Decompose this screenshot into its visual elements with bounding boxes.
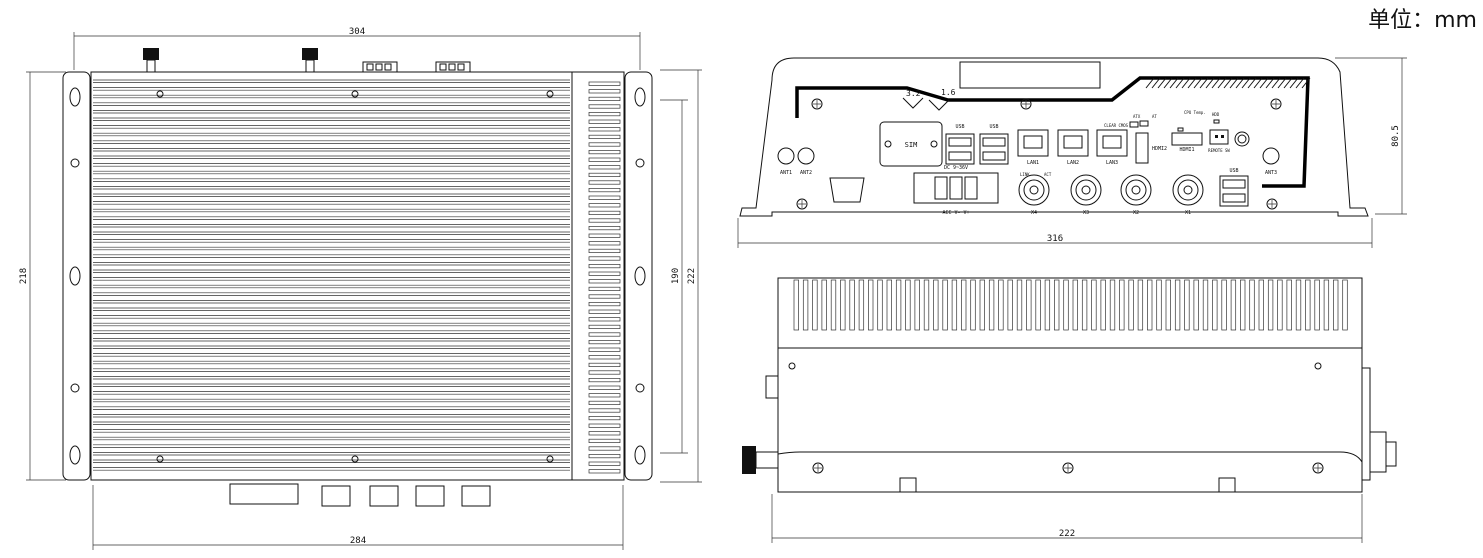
svg-text:ACC V- V+: ACC V- V+	[942, 210, 969, 216]
front-panel-outline	[739, 57, 1369, 217]
bracket-left	[62, 71, 91, 481]
x3-connector: X3	[1070, 174, 1102, 216]
clear-cmos-label: CLEAR CMOS	[1104, 123, 1129, 128]
x2-connector: X2	[1120, 174, 1152, 216]
dim-222-top: 222	[687, 268, 697, 284]
svg-text:USB: USB	[1229, 168, 1238, 174]
ant3-port	[1262, 147, 1280, 165]
hdmi2-port: HDMI2	[1135, 132, 1167, 164]
x1-connector: X1	[1172, 174, 1204, 216]
bracket-right	[624, 71, 653, 481]
svg-text:HDMI2: HDMI2	[1152, 146, 1167, 152]
ant3-label: ANT3	[1265, 170, 1277, 176]
sim-slot	[879, 121, 943, 167]
dim-316: 316	[1047, 234, 1063, 244]
roughness-1-6: 1.6	[941, 88, 956, 97]
ant2-label: ANT2	[800, 170, 812, 176]
dim-284: 284	[350, 536, 366, 546]
side-body	[777, 277, 1363, 493]
svg-text:LAN3: LAN3	[1106, 160, 1118, 166]
svg-text:REMOTE SW: REMOTE SW	[1208, 148, 1230, 153]
svg-text:X1: X1	[1185, 210, 1191, 216]
ant1-label: ANT1	[780, 170, 792, 176]
cpu-temp-label: CPU Temp.	[1184, 110, 1206, 115]
lan1-port: LAN1	[1017, 129, 1049, 166]
dim-304: 304	[349, 27, 365, 37]
bracket-holes	[69, 87, 646, 465]
svg-text:USB: USB	[989, 124, 998, 130]
side-heatsink-fins	[793, 279, 1348, 331]
svg-text:X4: X4	[1031, 210, 1037, 216]
vent-slots	[588, 81, 621, 474]
serial-port	[829, 177, 865, 203]
atx-label: ATX	[1133, 114, 1141, 119]
side-view: 222	[742, 277, 1397, 543]
roughness-3-2: 3.2	[906, 89, 921, 98]
usb-port-3: USB	[1219, 168, 1249, 207]
remote-switch: REMOTE SW	[1208, 129, 1250, 153]
sim-label: SIM	[905, 141, 918, 149]
svg-text:LAN1: LAN1	[1027, 160, 1039, 166]
svg-text:USB: USB	[955, 124, 964, 130]
hdd-label: HDD	[1212, 112, 1220, 117]
label-hatch	[1145, 77, 1311, 89]
bottom-connectors	[229, 483, 491, 507]
svg-text:DC 9~36V: DC 9~36V	[944, 165, 968, 171]
dim-218: 218	[19, 268, 29, 284]
act-label: ACT	[1044, 172, 1052, 177]
antenna-right	[302, 48, 318, 73]
link-label: LINK	[1020, 172, 1030, 177]
dim-80-5: 80.5	[1391, 125, 1401, 147]
front-screws	[796, 98, 1282, 210]
side-antenna	[742, 375, 779, 474]
dim-190: 190	[671, 268, 681, 284]
unit-label: 单位：mm	[1368, 8, 1477, 33]
lan2-port: LAN2	[1057, 129, 1089, 166]
svg-text:LAN2: LAN2	[1067, 160, 1079, 166]
heatsink-fins	[93, 79, 570, 471]
lan3-port: LAN3	[1096, 129, 1128, 166]
x4-connector: X4	[1018, 174, 1050, 216]
svg-text:X3: X3	[1083, 210, 1089, 216]
power-terminal: DC 9~36V ACC V- V+	[913, 165, 999, 216]
svg-text:HDMI1: HDMI1	[1179, 147, 1194, 153]
at-label: AT	[1152, 114, 1157, 119]
ant2-port	[797, 147, 815, 165]
top-body	[90, 71, 625, 481]
usb-port-2: USB	[979, 124, 1009, 165]
front-view: 3.2 1.6 316 80.5 SIM ANT1 ANT2 ANT3	[737, 57, 1407, 248]
ant1-port	[777, 147, 795, 165]
antenna-left	[143, 48, 159, 73]
dim-222-side: 222	[1059, 529, 1075, 539]
top-view: 304 218 190 222 284	[19, 27, 702, 550]
hdmi1-port: HDMI1	[1171, 132, 1203, 153]
svg-text:X2: X2	[1133, 210, 1139, 216]
usb-port-1: USB	[945, 124, 975, 165]
side-connector	[1361, 367, 1397, 481]
